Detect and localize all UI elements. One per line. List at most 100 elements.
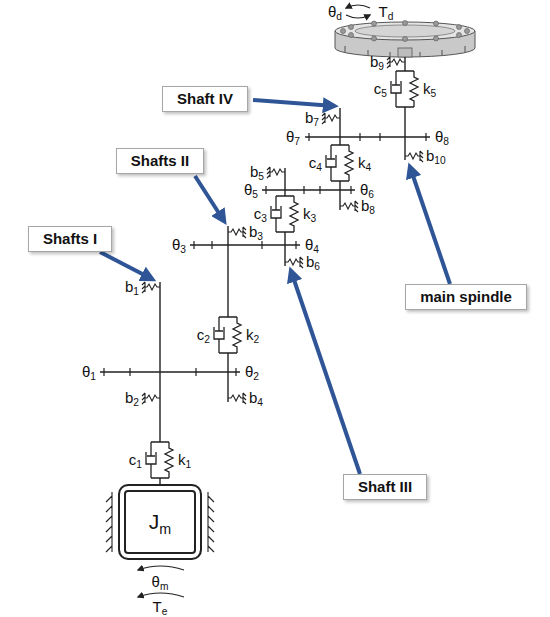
spring-damper xyxy=(214,317,241,353)
symbol-label: b6 xyxy=(306,254,320,271)
symbol-base: b xyxy=(250,163,258,180)
symbol-base: θ xyxy=(435,128,443,145)
disk-hub xyxy=(398,48,412,57)
symbol-subscript: 1 xyxy=(90,371,96,382)
gear-teeth xyxy=(104,133,426,376)
symbol-label: c2 xyxy=(197,327,210,344)
callout-arrows xyxy=(100,100,450,474)
symbol-subscript: 9 xyxy=(378,61,384,72)
callout-box: Shaft IV xyxy=(162,86,248,112)
callout-text: Shaft III xyxy=(358,478,412,496)
bearing-symbol xyxy=(228,393,246,404)
symbol-base: b xyxy=(249,223,257,240)
symbol-subscript: 4 xyxy=(316,162,322,173)
symbol-label: θ2 xyxy=(245,364,259,381)
bearing-symbol xyxy=(340,201,358,212)
symbol-label: b2 xyxy=(125,390,139,407)
torque-arrow xyxy=(138,593,184,597)
symbol-label: θ5 xyxy=(244,182,258,199)
rotation-arrow xyxy=(138,566,184,570)
symbol-subscript: 8 xyxy=(443,136,449,147)
symbol-base: θ xyxy=(286,128,294,145)
symbol-subscript: 8 xyxy=(369,205,375,216)
symbol-subscript: 1 xyxy=(136,459,142,470)
callout-text: Shafts II xyxy=(131,152,189,170)
symbol-subscript: 10 xyxy=(434,155,445,166)
cutter-head xyxy=(335,21,475,58)
symbol-base: θ xyxy=(305,236,313,253)
callout-arrow xyxy=(195,176,224,221)
symbol-base: T xyxy=(153,598,162,615)
symbol-subscript: 1 xyxy=(186,459,192,470)
symbol-label: k2 xyxy=(246,327,259,344)
symbol-base: b xyxy=(125,389,133,406)
spring-damper xyxy=(326,145,353,181)
callout-box: Shafts II xyxy=(116,148,204,174)
symbol-subscript: d xyxy=(336,11,342,22)
symbol-subscript: 3 xyxy=(311,213,317,224)
bearing-symbol xyxy=(228,227,246,238)
symbol-base: k xyxy=(303,205,311,222)
callout-arrow xyxy=(291,271,360,474)
symbol-label: b9 xyxy=(370,54,384,71)
symbol-subscript: 6 xyxy=(314,261,320,272)
spring-damper xyxy=(271,196,298,232)
symbol-label: b5 xyxy=(250,164,264,181)
symbol-label: k5 xyxy=(423,81,436,98)
symbol-subscript: m xyxy=(160,581,169,592)
symbol-base: θ xyxy=(245,363,253,380)
symbol-label: θ1 xyxy=(82,364,96,381)
callout-box: Shaft III xyxy=(343,474,427,500)
spring-damper xyxy=(391,71,418,107)
spring-damper xyxy=(146,442,173,478)
torque-arrow xyxy=(346,15,370,18)
symbol-label: b1 xyxy=(125,279,139,296)
symbol-subscript: 5 xyxy=(381,88,387,99)
symbol-subscript: 2 xyxy=(133,397,139,408)
gear-lines xyxy=(100,137,430,372)
symbol-subscript: 3 xyxy=(257,231,263,242)
symbol-label: θ3 xyxy=(172,237,186,254)
bearing-symbol xyxy=(387,57,405,68)
symbol-label: b10 xyxy=(426,148,446,165)
bearing-symbol xyxy=(142,393,160,404)
callout-box: Shafts I xyxy=(28,226,112,252)
bearing-symbol xyxy=(267,167,285,178)
symbol-label: c1 xyxy=(129,452,142,469)
symbol-base: k xyxy=(246,326,254,343)
symbol-base: θ xyxy=(152,573,160,590)
symbol-base: b xyxy=(361,197,369,214)
symbol-base: b xyxy=(306,253,314,270)
symbol-base: θ xyxy=(172,236,180,253)
symbol-subscript: 7 xyxy=(313,117,319,128)
symbol-subscript: 5 xyxy=(431,88,437,99)
symbol-base: k xyxy=(358,154,366,171)
symbol-subscript: 2 xyxy=(204,334,210,345)
symbol-base: c xyxy=(129,451,137,468)
symbol-label: c3 xyxy=(254,206,267,223)
symbol-subscript: 3 xyxy=(261,213,267,224)
rotation-arrow xyxy=(346,5,370,8)
callout-arrow xyxy=(100,252,152,279)
disk-pins xyxy=(345,46,465,57)
symbol-subscript: 1 xyxy=(133,286,139,297)
symbol-subscript: 2 xyxy=(253,371,259,382)
symbol-label: b8 xyxy=(361,198,375,215)
symbol-label: k1 xyxy=(178,452,191,469)
symbol-base: θ xyxy=(360,181,368,198)
symbol-base: c xyxy=(309,154,317,171)
symbol-label: b7 xyxy=(305,110,319,127)
symbol-label: b4 xyxy=(249,390,263,407)
bearing-symbol xyxy=(285,257,303,268)
symbol-base: b xyxy=(305,109,313,126)
symbol-label: k3 xyxy=(303,206,316,223)
symbol-subscript: 2 xyxy=(254,334,260,345)
bearing-symbol xyxy=(322,113,340,124)
symbol-base: θ xyxy=(82,363,90,380)
symbol-label: θ4 xyxy=(305,237,319,254)
symbol-label: Td xyxy=(379,4,394,21)
inertia-label: Jm xyxy=(149,509,171,534)
symbol-base: b xyxy=(370,53,378,70)
callout-text: Shaft IV xyxy=(177,90,233,108)
